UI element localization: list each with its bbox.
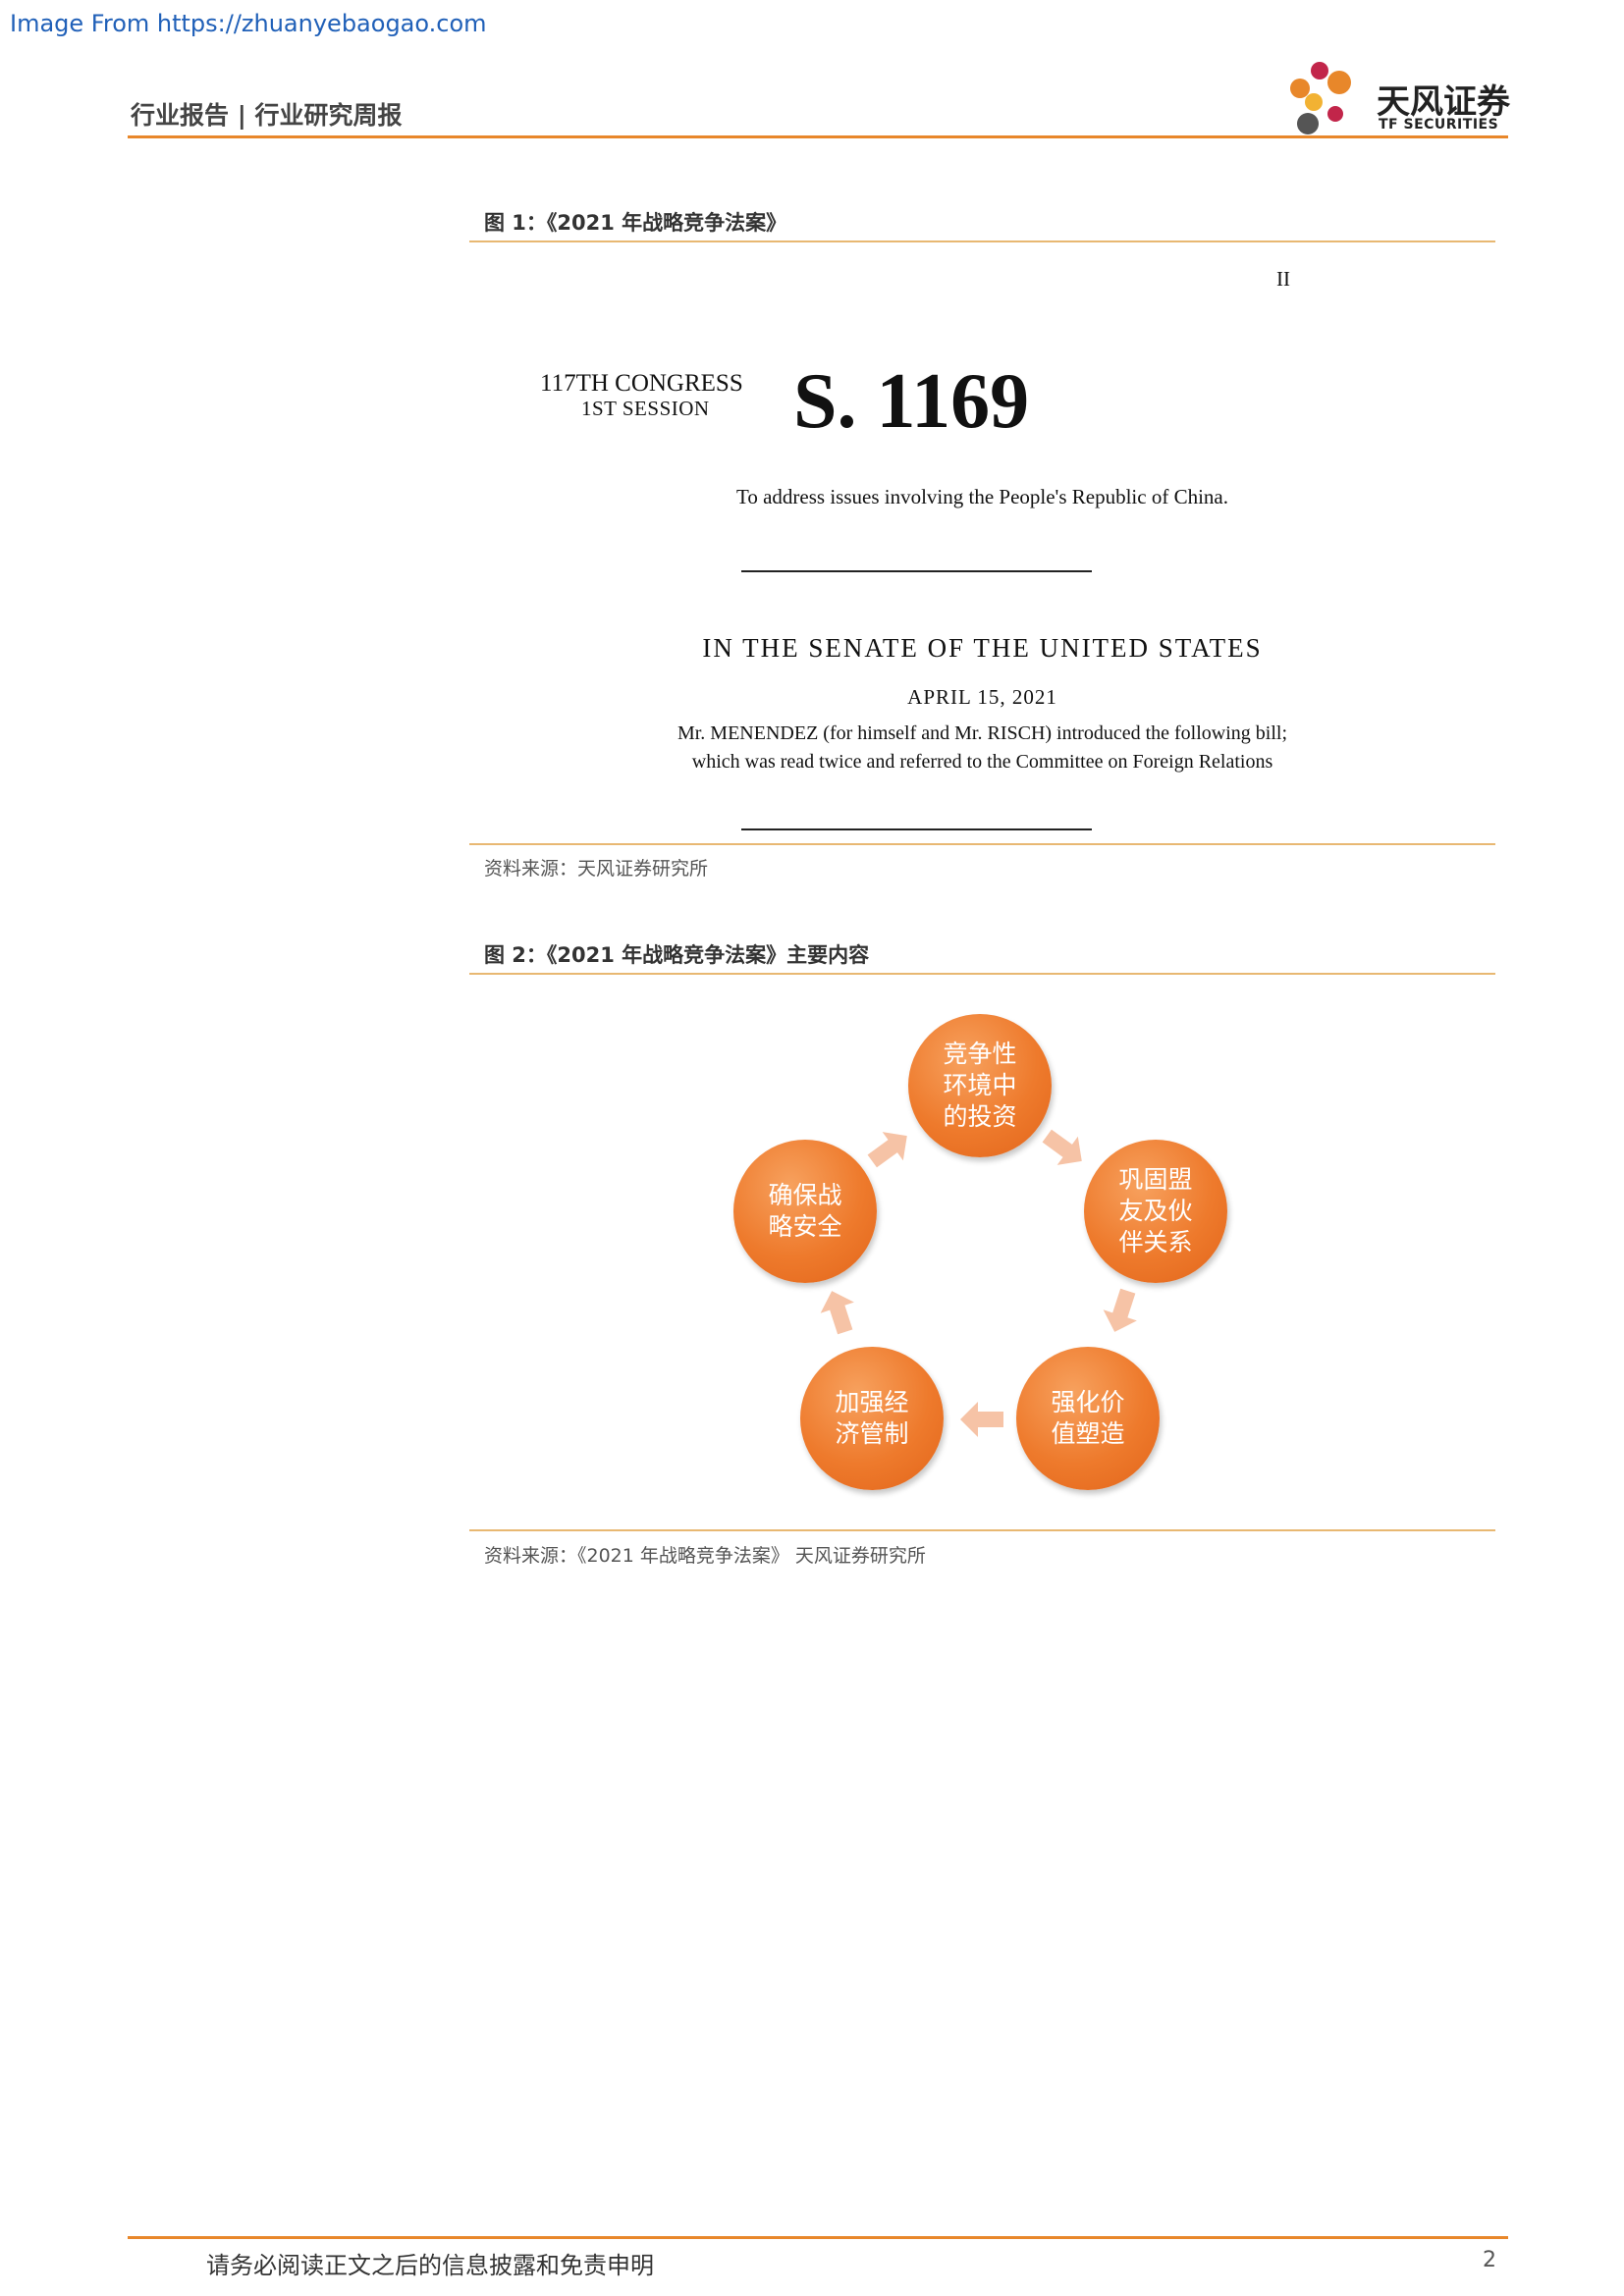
figure2-source: 资料来源：《2021 年战略竞争法案》 天风证券研究所 (484, 1545, 926, 1567)
logo-petal-red (1311, 62, 1328, 80)
bill-congress: 117TH CONGRESS (540, 370, 743, 397)
cycle-arrow-security-to-investment (867, 1132, 907, 1168)
cycle-node-security: 确保战 略安全 (733, 1140, 877, 1283)
figure1-caption: 图 1：《2021 年战略竞争法案》 (484, 211, 787, 235)
cycle-arrow-values-to-economic (960, 1402, 1003, 1437)
logo-text-en: TF SECURITIES (1379, 117, 1499, 133)
cycle-node-economic-control: 加强经 济管制 (800, 1347, 944, 1490)
cycle-arrow-economic-to-security (820, 1291, 854, 1335)
figure2-caption: 图 2：《2021 年战略竞争法案》主要内容 (484, 943, 870, 967)
cycle-node-investment: 竞争性 环境中 的投资 (908, 1014, 1052, 1157)
source-watermark-link[interactable]: Image From https://zhuanyebaogao.com (10, 10, 487, 37)
logo-petal-orange (1290, 79, 1310, 98)
bill-intro-line1: Mr. MENENDEZ (for himself and Mr. RISCH)… (677, 722, 1288, 744)
bill-intro-line2: which was read twice and referred to the… (691, 751, 1273, 773)
cycle-node-values: 强化价 值塑造 (1016, 1347, 1160, 1490)
bill-number: S. 1169 (793, 358, 1030, 445)
bill-session: 1ST SESSION (581, 397, 710, 420)
header-divider (128, 135, 1508, 138)
footer-disclaimer: 请务必阅读正文之后的信息披露和免责申明 (206, 2252, 654, 2279)
tf-securities-logo (1290, 62, 1351, 134)
logo-petal-yellow (1305, 93, 1323, 111)
logo-petal-red-small (1327, 106, 1343, 122)
figure2-bottom-rule (469, 1529, 1495, 1531)
figure1-top-rule (469, 240, 1495, 242)
footer-divider (128, 2236, 1508, 2239)
logo-text-cn: 天风证券 (1377, 82, 1510, 122)
figure1-bottom-rule (469, 843, 1495, 845)
logo-petal-orange-large (1327, 71, 1351, 94)
figure1-source: 资料来源：天风证券研究所 (484, 858, 709, 880)
figure2-top-rule (469, 973, 1495, 975)
bill-introduction: Mr. MENENDEZ (for himself and Mr. RISCH)… (469, 720, 1495, 776)
report-header-title: 行业报告 | 行业研究周报 (131, 101, 403, 130)
cycle-node-alliances: 巩固盟 友及伙 伴关系 (1084, 1140, 1227, 1283)
bill-date: APRIL 15, 2021 (907, 685, 1057, 709)
cycle-arrow-investment-to-alliances (1042, 1129, 1082, 1165)
logo-petal-gray (1297, 113, 1319, 134)
cycle-arrow-alliances-to-values (1103, 1288, 1137, 1332)
bill-divider-top (741, 570, 1092, 572)
bill-divider-bottom (741, 828, 1092, 830)
page-number: 2 (1483, 2248, 1496, 2272)
bill-version-mark: II (1276, 267, 1290, 291)
bill-chamber: IN THE SENATE OF THE UNITED STATES (702, 633, 1263, 663)
bill-purpose: To address issues involving the People's… (735, 485, 1228, 508)
